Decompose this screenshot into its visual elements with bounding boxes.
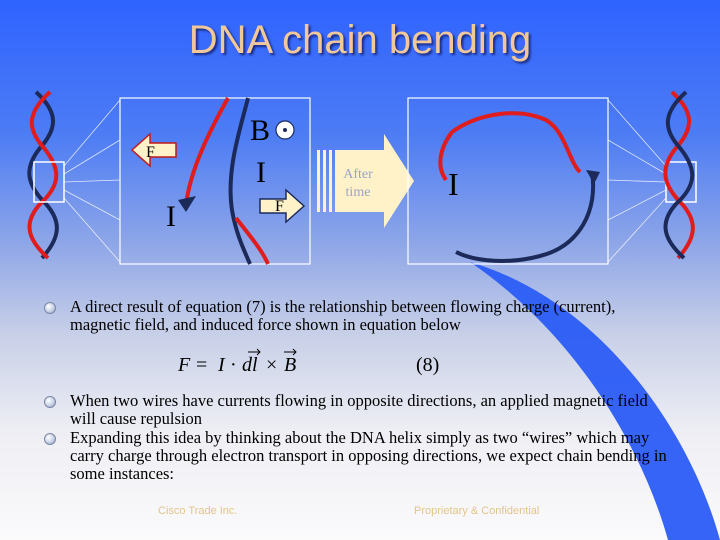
current-label-mid: I <box>256 156 266 189</box>
dark-strand-right <box>455 171 596 263</box>
left-dna-helix <box>27 90 59 260</box>
bullet-item: A direct result of equation (7) is the r… <box>44 298 674 334</box>
after-time-arrow <box>317 134 414 228</box>
bullet-text: Expanding this idea by thinking about th… <box>70 428 667 483</box>
right-panel <box>407 97 609 265</box>
equation-b: B <box>284 354 296 376</box>
red-strand-right-left <box>438 130 454 182</box>
footer-left: Cisco Trade Inc. <box>158 505 238 517</box>
bullet-dot-icon <box>44 433 56 445</box>
lorentz-force-equation: F = I · dl × B (8) <box>177 348 439 376</box>
bullet-list: A direct result of equation (7) is the r… <box>44 298 674 483</box>
equation-number: (8) <box>416 354 439 376</box>
current-label-left: I <box>166 200 176 233</box>
red-strand-right <box>450 111 582 174</box>
footer-right: Proprietary & Confidential <box>414 505 540 517</box>
dna-bending-diagram <box>27 90 697 265</box>
current-label-right: I <box>448 166 459 202</box>
equation-current: I <box>217 354 226 376</box>
bullet-dot-icon <box>44 302 56 314</box>
b-field-dot <box>283 128 287 132</box>
svg-text:×: × <box>266 354 277 376</box>
slide-title: DNA chain bending <box>188 18 532 62</box>
svg-text:·: · <box>230 354 237 376</box>
equation-lhs: F <box>177 354 191 376</box>
right-dna-helix <box>663 90 695 260</box>
bullet-dot-icon <box>44 396 56 408</box>
force-label-right: F <box>275 198 284 215</box>
after-time-label: After time <box>343 167 373 200</box>
b-field-label: B <box>250 114 271 147</box>
bullet-item: When two wires have currents flowing in … <box>44 392 674 428</box>
bullet-text: When two wires have currents flowing in … <box>70 391 648 428</box>
current-arrowhead-right <box>586 170 600 184</box>
current-arrowhead-left <box>178 196 196 212</box>
svg-text:=: = <box>196 354 207 376</box>
red-strand-left <box>184 97 230 206</box>
equation-dl: dl <box>242 354 258 376</box>
force-arrow-right <box>259 188 306 224</box>
left-panel <box>119 97 311 265</box>
red-strand-left-lower <box>234 216 270 265</box>
bullet-item: Expanding this idea by thinking about th… <box>44 429 674 483</box>
dark-strand-left <box>228 97 252 265</box>
force-arrow-left <box>130 132 177 168</box>
force-label-left: F <box>146 144 155 161</box>
bullet-text: A direct result of equation (7) is the r… <box>70 297 616 334</box>
